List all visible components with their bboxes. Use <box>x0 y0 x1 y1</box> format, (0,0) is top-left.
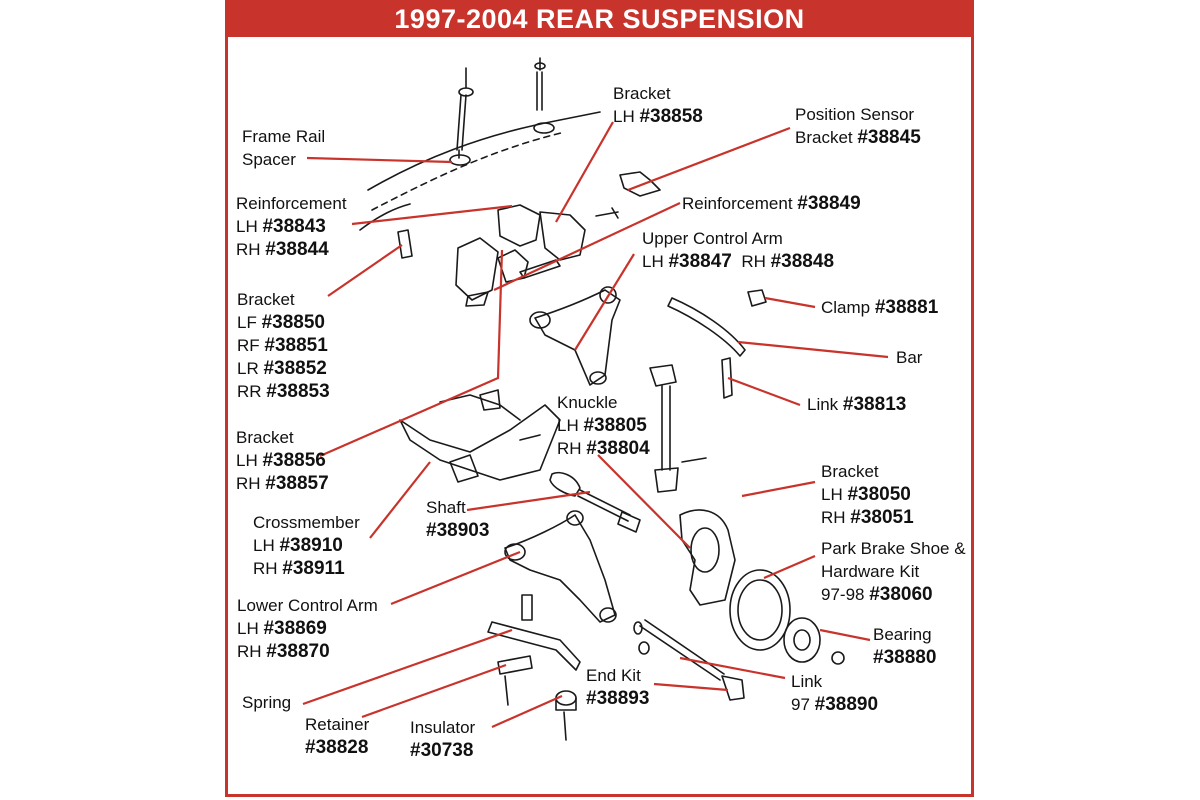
frame-bolt-left <box>449 67 474 166</box>
label-upper-control-arm: Upper Control Arm LH #38847 RH #38848 <box>642 229 835 272</box>
label-park-brake-kit: Park Brake Shoe & Hardware Kit 97-98 #38… <box>821 539 966 605</box>
label-bracket-38050: Bracket LH #38050 RH #38051 <box>821 462 914 528</box>
label-knuckle: Knuckle LH #38805 RH #38804 <box>557 393 650 459</box>
upper-control-arm-shape <box>534 289 621 386</box>
frame-rail-dashed <box>371 131 566 211</box>
label-frame-rail-spacer: Frame Rail Spacer <box>242 127 326 169</box>
crossmember-shape <box>399 389 561 483</box>
label-bearing: Bearing #38880 <box>873 625 937 668</box>
label-end-kit: End Kit #38893 <box>586 666 650 709</box>
drive-shaft-shape <box>549 471 641 533</box>
label-link-38813: Link #38813 <box>807 394 907 415</box>
label-retainer: Retainer #38828 <box>305 715 370 758</box>
knuckle-shape <box>679 509 736 606</box>
label-lower-control-arm: Lower Control Arm LH #38869 RH #38870 <box>237 596 378 662</box>
label-spring: Spring <box>242 693 292 712</box>
label-bar: Bar <box>896 348 923 367</box>
label-crossmember: Crossmember LH #38910 RH #38911 <box>253 513 360 579</box>
leaf-spring-shape <box>487 621 581 706</box>
diagram-frame <box>225 0 974 797</box>
label-shaft: Shaft #38903 <box>426 498 490 541</box>
stabilizer-bar-shape <box>667 297 746 357</box>
label-link-38890: Link 97 #38890 <box>791 672 879 715</box>
small-bolt <box>595 207 619 219</box>
label-insulator: Insulator #30738 <box>410 718 476 761</box>
shock-absorber <box>649 364 707 493</box>
bearing-hub <box>783 617 845 665</box>
label-clamp: Clamp #38881 <box>821 297 939 318</box>
page-title: 1997-2004 REAR SUSPENSION <box>225 0 974 37</box>
frame-rail-outline <box>367 111 601 191</box>
brake-backing-plate <box>729 569 791 651</box>
label-reinforcement-38843: Reinforcement LH #38843 RH #38844 <box>236 194 347 260</box>
label-bracket-corners: Bracket LF #38850 RF #38851 LR #38852 RR… <box>237 290 330 402</box>
label-bracket-38856: Bracket LH #38856 RH #38857 <box>236 428 329 494</box>
label-position-sensor-bracket: Position Sensor Bracket #38845 <box>795 105 921 148</box>
label-bracket-38858: Bracket LH #38858 <box>613 84 703 127</box>
frame-bolt-right <box>533 57 555 134</box>
clamp-shape <box>747 289 767 307</box>
position-sensor-shape <box>619 171 661 197</box>
label-reinforcement-38849: Reinforcement #38849 <box>682 193 861 214</box>
lower-control-arm-shape <box>504 514 616 623</box>
reinforcement-plate <box>397 229 413 259</box>
link-shape <box>721 357 733 399</box>
tie-rod <box>633 619 745 701</box>
